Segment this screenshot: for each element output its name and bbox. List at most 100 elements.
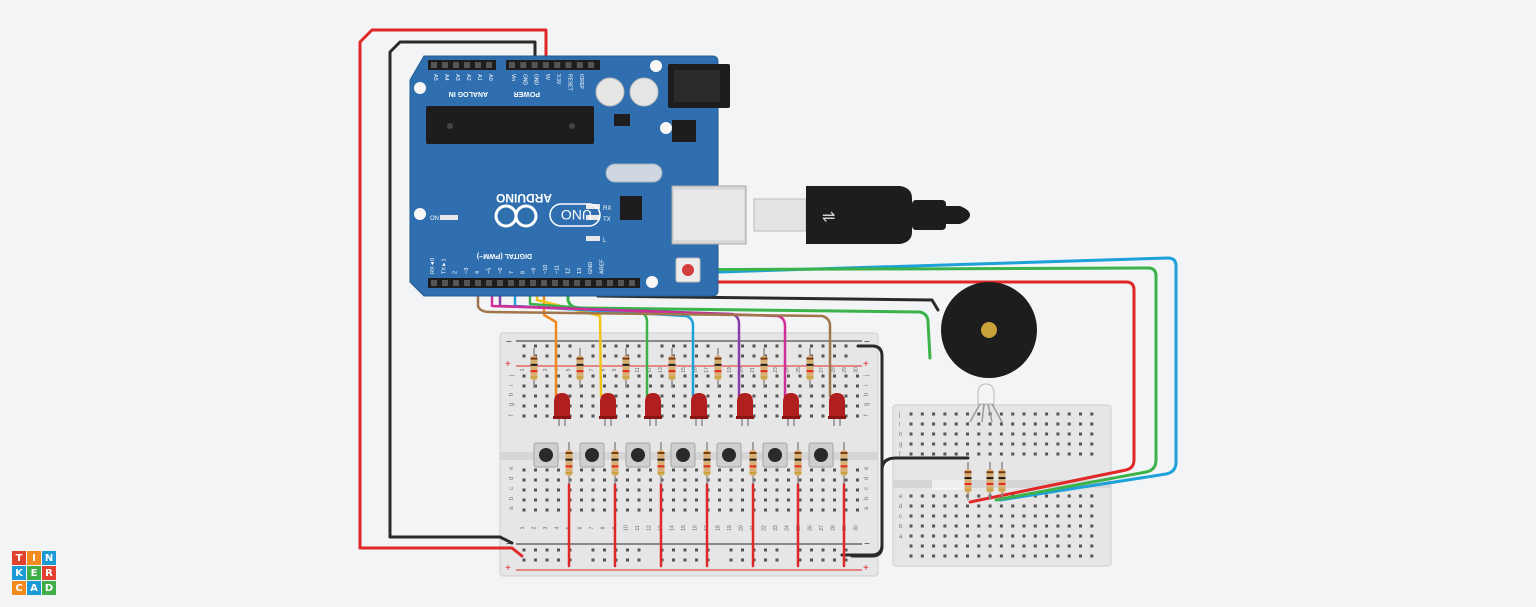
breadboard-hole[interactable] (988, 524, 992, 528)
breadboard-hole[interactable] (833, 384, 836, 388)
breadboard-hole[interactable] (1079, 494, 1082, 498)
breadboard-hole[interactable] (672, 394, 675, 398)
breadboard-hole[interactable] (752, 374, 756, 378)
push-button[interactable] (762, 442, 788, 468)
breadboard-hole[interactable] (1022, 442, 1026, 446)
header-pin[interactable] (464, 62, 470, 68)
breadboard-hole[interactable] (1067, 544, 1071, 548)
rail-hole[interactable] (672, 548, 675, 552)
breadboard-hole[interactable] (932, 504, 936, 508)
breadboard-hole[interactable] (856, 498, 859, 502)
button-cap[interactable] (631, 448, 645, 462)
breadboard-hole[interactable] (580, 488, 583, 492)
breadboard-hole[interactable] (1033, 544, 1037, 548)
breadboard-hole[interactable] (545, 478, 549, 482)
breadboard-hole[interactable] (626, 414, 629, 418)
breadboard-hole[interactable] (614, 394, 618, 398)
rail-hole[interactable] (729, 354, 733, 358)
header-pin[interactable] (607, 280, 613, 286)
red-led[interactable] (553, 393, 571, 426)
reset-button[interactable] (682, 264, 694, 276)
red-led[interactable] (690, 393, 708, 426)
breadboard-hole[interactable] (798, 498, 802, 502)
breadboard-hole[interactable] (591, 508, 595, 512)
breadboard-hole[interactable] (920, 442, 924, 446)
breadboard-hole[interactable] (534, 508, 537, 512)
breadboard-hole[interactable] (932, 452, 936, 456)
header-pin[interactable] (486, 280, 492, 286)
breadboard-hole[interactable] (683, 468, 687, 472)
breadboard-hole[interactable] (534, 404, 537, 408)
breadboard-hole[interactable] (775, 488, 779, 492)
resistor-body[interactable] (806, 355, 814, 381)
rail-hole[interactable] (775, 558, 779, 562)
resistor-body[interactable] (703, 449, 711, 477)
breadboard-hole[interactable] (764, 498, 767, 502)
header-pin[interactable] (585, 280, 591, 286)
breadboard-hole[interactable] (534, 384, 537, 388)
breadboard-hole[interactable] (821, 414, 825, 418)
breadboard-hole[interactable] (752, 478, 756, 482)
breadboard-hole[interactable] (1079, 432, 1082, 436)
rail-hole[interactable] (764, 344, 767, 348)
resistor[interactable] (565, 442, 573, 484)
breadboard-hole[interactable] (557, 478, 560, 482)
breadboard-hole[interactable] (1033, 412, 1037, 416)
breadboard-hole[interactable] (977, 544, 981, 548)
rail-hole[interactable] (729, 344, 733, 348)
breadboard-hole[interactable] (787, 374, 790, 378)
breadboard-hole[interactable] (775, 404, 779, 408)
header-pin[interactable] (453, 280, 459, 286)
push-button[interactable] (625, 442, 651, 468)
breadboard-hole[interactable] (534, 414, 537, 418)
breadboard-hole[interactable] (932, 442, 936, 446)
breadboard-hole[interactable] (775, 374, 779, 378)
breadboard-hole[interactable] (1056, 534, 1060, 538)
resistor[interactable] (749, 442, 757, 484)
button-cap[interactable] (814, 448, 828, 462)
breadboard-hole[interactable] (660, 384, 664, 388)
leds[interactable] (553, 393, 846, 426)
breadboard-hole[interactable] (909, 452, 913, 456)
rail-hole[interactable] (775, 354, 779, 358)
red-led[interactable] (599, 393, 617, 426)
wire-rgb-green[interactable] (584, 266, 1158, 502)
resistor-body[interactable] (760, 355, 768, 381)
rail-hole[interactable] (798, 558, 802, 562)
breadboard-hole[interactable] (1045, 534, 1049, 538)
resistor-body[interactable] (657, 449, 665, 477)
breadboard-hole[interactable] (741, 488, 744, 492)
breadboard-hole[interactable] (977, 452, 981, 456)
breadboard-hole[interactable] (591, 488, 595, 492)
breadboard-hole[interactable] (672, 404, 675, 408)
breadboard-hole[interactable] (787, 508, 790, 512)
header-pin[interactable] (576, 62, 583, 68)
breadboard-hole[interactable] (626, 404, 629, 408)
breadboard-hole[interactable] (943, 452, 947, 456)
breadboard-hole[interactable] (810, 508, 813, 512)
breadboard-hole[interactable] (1090, 544, 1094, 548)
breadboard-hole[interactable] (999, 422, 1003, 426)
breadboard-hole[interactable] (1079, 422, 1082, 426)
resistor-body[interactable] (986, 469, 994, 493)
header-pin[interactable] (531, 62, 538, 68)
header-pin[interactable] (509, 62, 515, 68)
breadboard-hole[interactable] (810, 394, 813, 398)
breadboard-hole[interactable] (977, 534, 981, 538)
breadboard-hole[interactable] (603, 468, 606, 472)
breadboard-hole[interactable] (637, 498, 641, 502)
rail-hole[interactable] (591, 354, 595, 358)
breadboard-hole[interactable] (660, 404, 664, 408)
resistor[interactable] (703, 442, 711, 484)
breadboard-hole[interactable] (999, 412, 1003, 416)
breadboard-hole[interactable] (764, 404, 767, 408)
breadboard-hole[interactable] (580, 468, 583, 472)
header-pin[interactable] (554, 62, 561, 68)
breadboard-hole[interactable] (741, 468, 744, 472)
breadboard-hole[interactable] (626, 468, 629, 472)
header-pin[interactable] (431, 280, 437, 286)
breadboard-hole[interactable] (844, 498, 848, 502)
breadboard-hole[interactable] (626, 478, 629, 482)
breadboard-hole[interactable] (999, 544, 1003, 548)
breadboard-hole[interactable] (1090, 554, 1094, 558)
